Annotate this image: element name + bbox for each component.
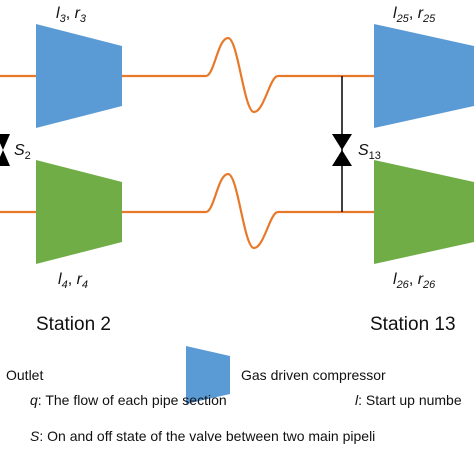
legend-outlet: Outlet (6, 367, 43, 383)
compressor-top-left (36, 24, 122, 128)
legend-s: S: On and off state of the valve between… (30, 428, 375, 444)
label-top-right: l25, r25 (393, 5, 436, 25)
legend-q: q: The flow of each pipe section (30, 392, 227, 408)
label-bottom-right: l26, r26 (393, 271, 436, 291)
valve-icon-s2 (0, 134, 10, 166)
legend-l: l: Start up numbe (355, 392, 462, 408)
compressor-bottom-right (374, 160, 474, 264)
legend-compressor-icon (186, 346, 230, 404)
legend-compressor: Gas driven compressor (241, 367, 386, 383)
compressor-top-right (374, 24, 474, 128)
station-label-13: Station 13 (370, 314, 456, 335)
top-pipeline (0, 36, 374, 114)
valve-label-s2: S2 (14, 142, 31, 162)
label-bottom-left: l4, r4 (58, 271, 88, 291)
station-label-2: Station 2 (36, 314, 111, 335)
label-top-left: l3, r3 (56, 5, 87, 25)
compressor-bottom-left (36, 160, 122, 264)
valve-label-s13: S13 (358, 142, 381, 162)
valve-icon-s13 (332, 134, 352, 166)
bottom-pipeline (0, 172, 374, 250)
